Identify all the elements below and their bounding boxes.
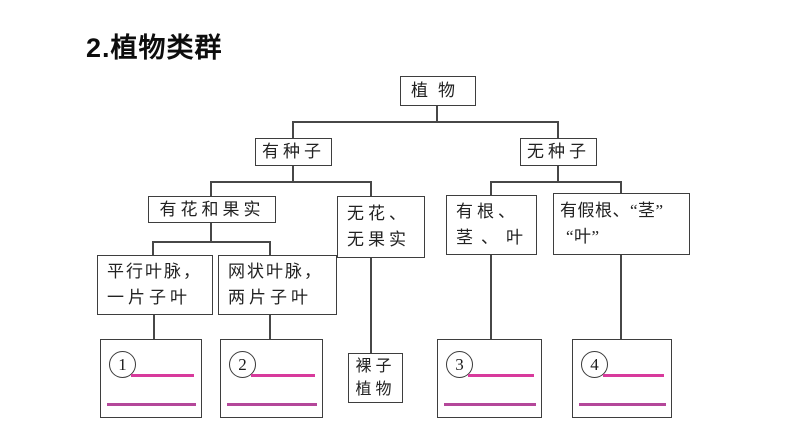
blank-underline-bottom	[227, 403, 317, 406]
blank-underline-bottom	[107, 403, 196, 406]
connector-flowerfruit-out	[210, 222, 212, 243]
connector-noflower-out	[370, 257, 372, 354]
circled-number-4-digit: 4	[590, 354, 599, 374]
node-no-flower-line1: 无花、	[347, 204, 410, 223]
connector-noseed-out	[557, 165, 559, 182]
blank-box-1: 1	[100, 339, 202, 418]
connector-parallel-out	[153, 314, 155, 340]
blank-underline-bottom	[444, 403, 536, 406]
page-title: 2.植物类群	[86, 33, 223, 63]
node-net-vein: 网状叶脉， 两片子叶	[218, 255, 337, 315]
node-root-stem-leaf: 有根、 茎、叶	[446, 195, 537, 255]
blank-underline-top	[468, 374, 534, 377]
connector-hasseed-in	[292, 121, 294, 139]
connector-pseudo-out	[620, 254, 622, 340]
circled-number-2-digit: 2	[238, 354, 247, 374]
circled-number-3: 3	[446, 351, 473, 378]
blank-box-4: 4	[572, 339, 672, 418]
connector-level3	[152, 241, 271, 243]
connector-pseudo-in	[620, 181, 622, 194]
node-gymnosperm-line1: 裸子	[355, 358, 396, 375]
node-no-flower-line2: 无果实	[347, 230, 410, 249]
node-net-vein-line2: 两片子叶	[228, 288, 312, 307]
node-gymnosperm: 裸子 植物	[348, 353, 403, 403]
connector-level1	[292, 121, 559, 123]
node-pseudo-root-line1: 有假根、“茎”	[560, 201, 664, 220]
node-has-seed: 有种子	[255, 138, 332, 166]
node-root-stem-leaf-line1: 有根、	[456, 202, 519, 221]
connector-hasseed-out	[292, 165, 294, 182]
node-flower-fruit: 有花和果实	[148, 196, 276, 223]
blank-underline-bottom	[579, 403, 666, 406]
node-root-stem-leaf-line2: 茎、叶	[456, 228, 531, 247]
connector-rootstem-in	[490, 181, 492, 196]
circled-number-1: 1	[109, 351, 136, 378]
blank-underline-top	[603, 374, 664, 377]
connector-noseed-in	[557, 121, 559, 139]
circled-number-2: 2	[229, 351, 256, 378]
connector-level2-right	[490, 181, 622, 183]
node-no-seed: 无种子	[520, 138, 597, 166]
connector-net-in	[269, 241, 271, 256]
connector-level2-left	[210, 181, 372, 183]
circled-number-4: 4	[581, 351, 608, 378]
blank-box-2: 2	[220, 339, 323, 418]
blank-box-3: 3	[437, 339, 542, 418]
node-parallel-vein-line1: 平行叶脉，	[107, 262, 202, 281]
connector-root-down	[436, 105, 438, 122]
node-pseudo-root-line2: “叶”	[566, 227, 600, 246]
node-parallel-vein: 平行叶脉， 一片子叶	[97, 255, 213, 315]
node-flower-fruit-label: 有花和果实	[159, 199, 265, 219]
connector-rootstem-out	[490, 254, 492, 340]
node-parallel-vein-line2: 一片子叶	[107, 288, 191, 307]
node-no-flower: 无花、 无果实	[337, 196, 425, 258]
connector-parallel-in	[152, 241, 154, 256]
connector-noflower-in	[370, 181, 372, 197]
blank-underline-top	[131, 374, 194, 377]
node-has-seed-label: 有种子	[262, 142, 325, 161]
node-no-seed-label: 无种子	[527, 142, 590, 161]
node-gymnosperm-line2: 植物	[355, 381, 396, 398]
connector-net-out	[269, 314, 271, 340]
connector-flowerfruit-in	[210, 181, 212, 197]
node-net-vein-line1: 网状叶脉，	[228, 262, 323, 281]
node-plant-label: 植物	[411, 81, 465, 100]
circled-number-1-digit: 1	[118, 354, 127, 374]
node-pseudo-root: 有假根、“茎” “叶”	[553, 193, 690, 255]
node-plant: 植物	[400, 76, 476, 106]
circled-number-3-digit: 3	[455, 354, 464, 374]
blank-underline-top	[251, 374, 315, 377]
